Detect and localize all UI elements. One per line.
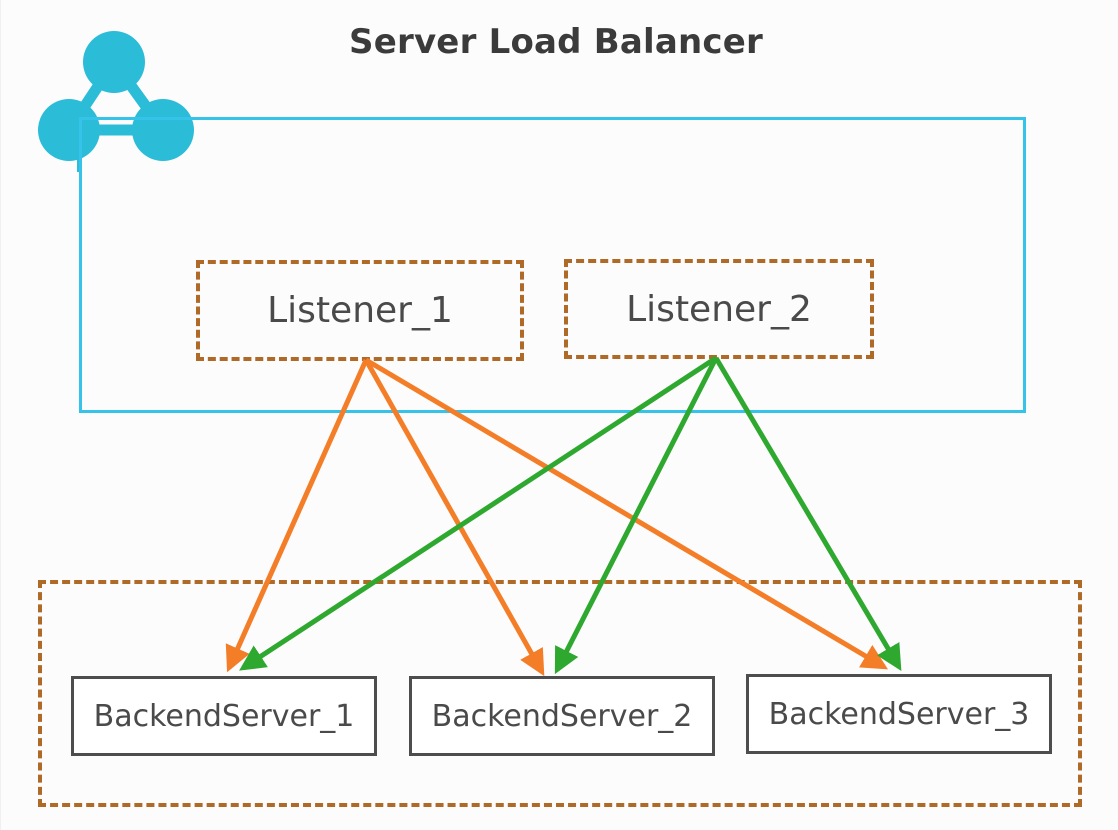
server-load-balancer-node-icon — [33, 26, 201, 172]
node-left — [38, 99, 100, 161]
node-top — [83, 31, 145, 93]
listener-box-1[interactable]: Listener_1 — [196, 260, 524, 361]
backend-server-box-2[interactable]: BackendServer_2 — [409, 676, 715, 756]
backend-server-box-3[interactable]: BackendServer_3 — [746, 674, 1052, 754]
node-right — [132, 99, 194, 161]
backend-server-box-1[interactable]: BackendServer_1 — [71, 676, 377, 756]
page-title: Server Load Balancer — [349, 22, 763, 62]
listener-box-2[interactable]: Listener_2 — [564, 259, 874, 359]
node-icon-svg — [38, 31, 194, 172]
